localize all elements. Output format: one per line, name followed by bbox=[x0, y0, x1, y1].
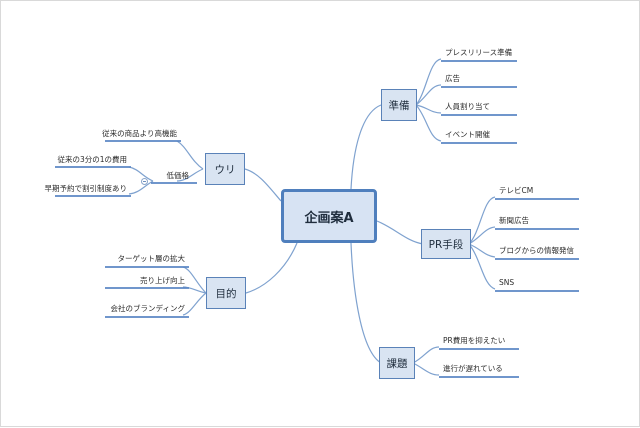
branch-mokuteki bbox=[245, 242, 298, 294]
leaf-uri-sub-1[interactable]: 従来の3分の1の費用 bbox=[57, 155, 127, 164]
collapse-toggle-uri-price[interactable] bbox=[141, 178, 148, 185]
branch-junbi bbox=[350, 104, 382, 190]
leaf-mokuteki-2[interactable]: 売り上げ向上 bbox=[140, 276, 185, 285]
leaf-kadai-1[interactable]: PR費用を抑えたい bbox=[443, 336, 506, 345]
topic-mokuteki[interactable]: 目的 bbox=[206, 277, 246, 309]
branch-kadai bbox=[350, 242, 382, 364]
leaf-pr-1[interactable]: テレビCM bbox=[499, 186, 534, 195]
leaf-mokuteki-1[interactable]: ターゲット層の拡大 bbox=[117, 254, 186, 263]
leaf-pr-4[interactable]: SNS bbox=[499, 278, 515, 287]
leaf-uri-sub-2[interactable]: 早期予約で割引制度あり bbox=[44, 184, 128, 193]
leaf-pr-3[interactable]: ブログからの情報発信 bbox=[499, 246, 574, 255]
topic-kadai-label: 課題 bbox=[386, 357, 408, 370]
leaf-junbi-2[interactable]: 広告 bbox=[445, 74, 460, 83]
topic-uri[interactable]: ウリ bbox=[205, 153, 245, 185]
topic-junbi-label: 準備 bbox=[388, 99, 410, 112]
topic-kadai[interactable]: 課題 bbox=[379, 347, 415, 379]
topic-pr-label: PR手段 bbox=[428, 238, 464, 251]
leaf-pr-2[interactable]: 新聞広告 bbox=[499, 216, 529, 225]
branch-pr bbox=[376, 220, 424, 245]
branch-uri bbox=[244, 168, 282, 202]
topic-pr[interactable]: PR手段 bbox=[421, 229, 471, 259]
leaf-mokuteki-3[interactable]: 会社のブランディング bbox=[110, 304, 185, 313]
central-topic[interactable]: 企画案A bbox=[281, 189, 377, 243]
leaf-junbi-4[interactable]: イベント開催 bbox=[445, 130, 490, 139]
leaf-uri-2[interactable]: 低価格 bbox=[166, 171, 190, 180]
central-topic-label: 企画案A bbox=[304, 210, 354, 226]
topic-mokuteki-label: 目的 bbox=[215, 287, 237, 300]
leaf-kadai-2[interactable]: 進行が遅れている bbox=[443, 364, 503, 373]
leaf-uri-1[interactable]: 従来の商品より高機能 bbox=[102, 129, 177, 138]
topic-uri-label: ウリ bbox=[214, 163, 236, 176]
leaf-junbi-1[interactable]: プレスリリース準備 bbox=[445, 48, 513, 57]
topic-junbi[interactable]: 準備 bbox=[381, 89, 417, 121]
leaf-junbi-3[interactable]: 人員割り当て bbox=[445, 102, 490, 111]
